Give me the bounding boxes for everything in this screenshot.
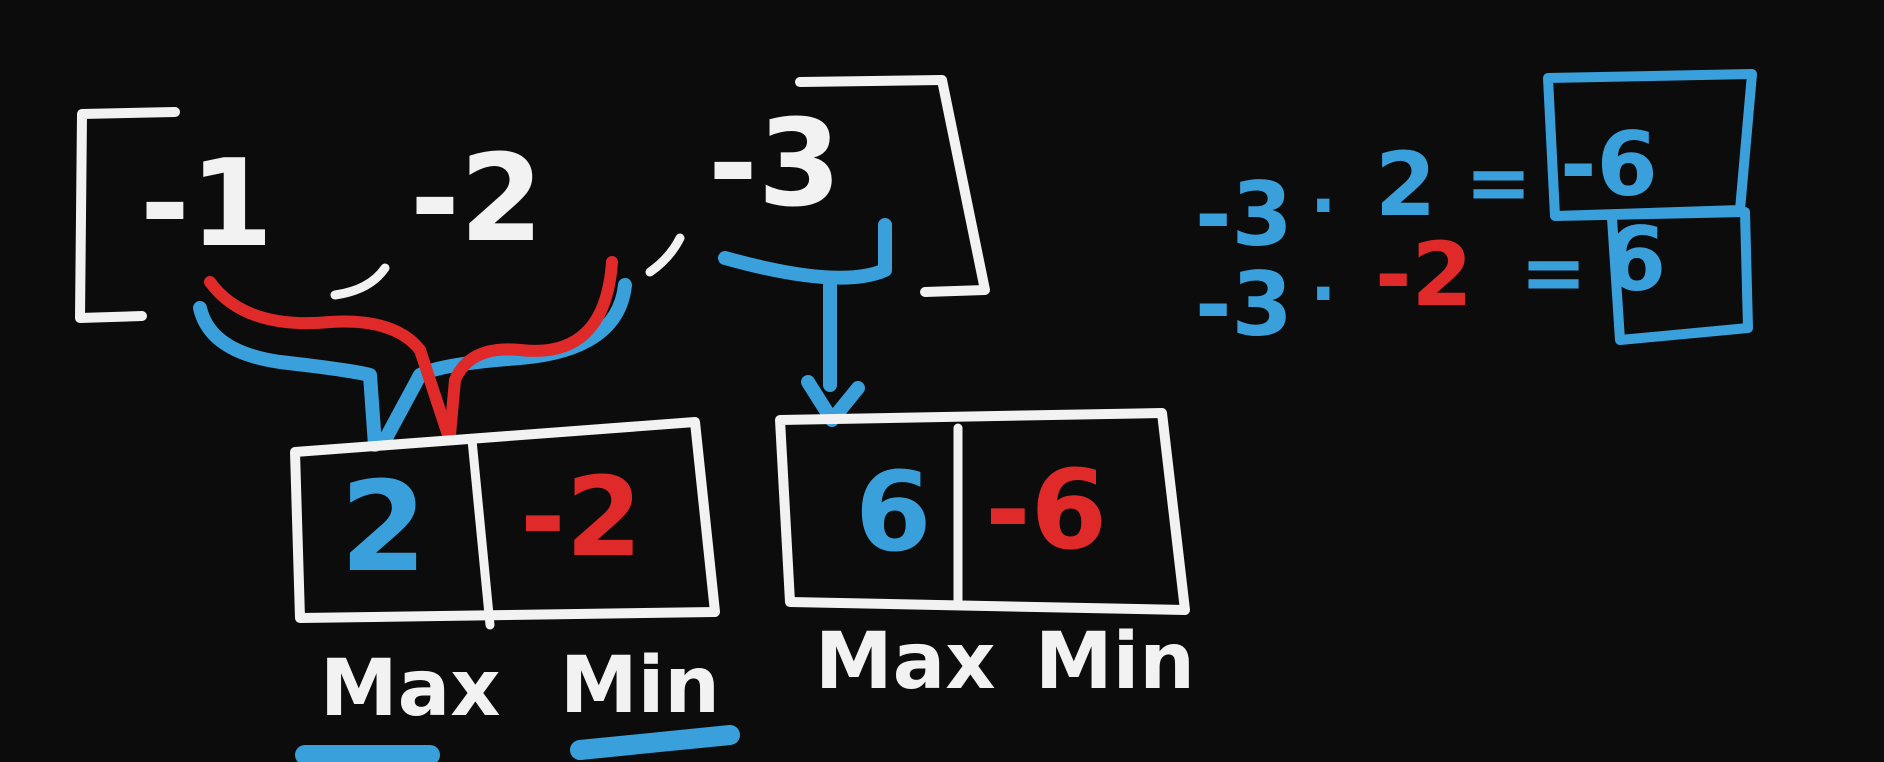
min-label-2: Min [1035,617,1195,707]
equations: -3 · 2 = -6 -3 · -2 = 6 [1195,69,1757,356]
eq-result-boxes [1543,69,1757,345]
array: -1 -2 -3 [140,95,841,300]
max-arrows [193,218,892,452]
eq1-equals: = [1465,136,1532,229]
eq1-operand-a: -3 [1195,163,1293,266]
eq2-operand-b: -2 [1375,223,1473,326]
box-outline-2 [775,408,1190,615]
box-outline-1 [290,417,720,623]
min-label-1: Min [560,641,720,731]
result-box-pair-1: 2 -2 Max Min [290,417,740,762]
min-arrows [204,256,618,441]
left-bracket [75,107,180,323]
max-label-2: Max [815,617,996,707]
right-bracket [795,75,990,297]
comma-2 [645,233,685,277]
min-value-1: -2 [520,453,642,581]
eq2-operator: · [1310,253,1337,335]
min-value-2: -6 [985,446,1107,574]
blue-arrow-right [378,278,632,447]
blue-arrow-3 [718,218,892,392]
max-value-2: 6 [855,448,932,576]
min-underline-1 [570,725,740,760]
max-label-1: Max [320,644,501,734]
array-item-3: -3 [708,95,841,234]
eq1-operand-b: 2 [1375,133,1436,236]
eq1-operator: · [1310,165,1337,247]
box-divider-1 [467,435,495,630]
array-item-1: -1 [140,135,273,274]
array-brackets [75,75,990,323]
result-box-pair-2: 6 -6 Max Min [775,408,1195,707]
eq2-operand-a: -3 [1195,253,1293,356]
max-value-1: 2 [340,455,427,600]
blue-arrow-left [193,301,382,452]
red-arrow-left [204,276,454,441]
eq2-equals: = [1520,226,1587,319]
comma-1 [330,263,390,300]
eq1-result: -6 [1560,113,1658,216]
array-item-2: -2 [410,130,543,269]
red-arrow-right [444,256,618,441]
